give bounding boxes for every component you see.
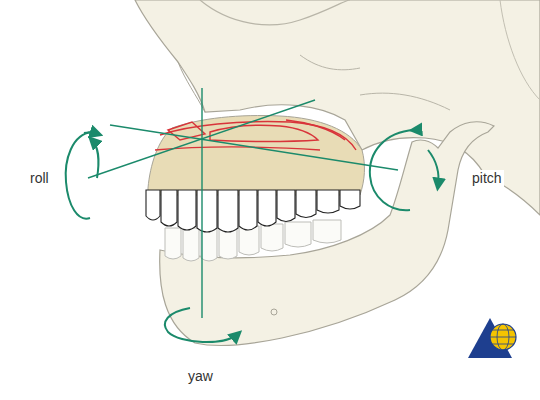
rotation-axes (88, 88, 398, 318)
yaw-arrow (165, 308, 238, 342)
pitch-arrow (370, 130, 439, 210)
osteotomy-lines (155, 120, 356, 150)
publisher-logo (468, 318, 516, 358)
maxilla-segment (148, 116, 364, 196)
roll-arrow (66, 132, 99, 219)
cranium (135, 0, 540, 215)
axis-label: yaw (186, 368, 215, 385)
axis-label: pitch (470, 170, 504, 187)
upper-teeth (146, 190, 360, 232)
axis-label: roll (28, 170, 51, 187)
